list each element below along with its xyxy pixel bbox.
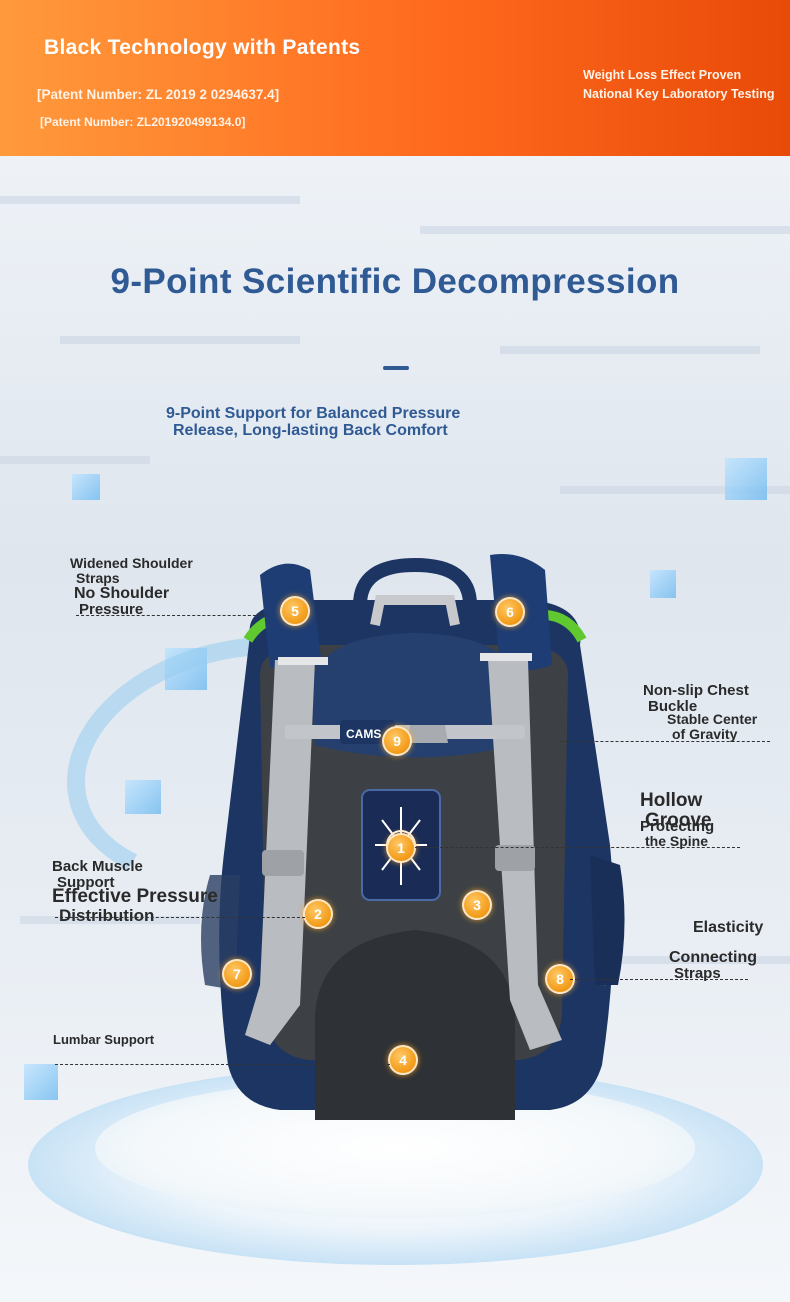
title-divider bbox=[383, 366, 409, 370]
bg-streak bbox=[20, 916, 200, 924]
bg-streak bbox=[0, 196, 300, 204]
bg-streak bbox=[500, 346, 760, 354]
callout-hollow-line-2: Groove bbox=[645, 810, 712, 831]
point-marker-9: 9 bbox=[382, 726, 412, 756]
decorative-cube bbox=[650, 570, 676, 598]
patent-banner: Black Technology with Patents [Patent Nu… bbox=[0, 0, 790, 156]
subtitle-line-1: 9-Point Support for Balanced Pressure bbox=[166, 405, 461, 422]
bg-streak bbox=[560, 486, 790, 494]
callout-hollow-line-4: the Spine bbox=[645, 833, 709, 849]
decorative-cube bbox=[125, 780, 161, 814]
patent-number-1: [Patent Number: ZL 2019 2 0294637.4] bbox=[37, 87, 280, 102]
point-marker-3: 3 bbox=[462, 890, 492, 920]
decorative-cube bbox=[165, 648, 207, 690]
point-marker-4: 4 bbox=[388, 1045, 418, 1075]
callout-hollow-line-3: Protecting bbox=[640, 818, 715, 835]
bg-streak bbox=[600, 956, 790, 964]
callout-chest-line-1: Non-slip Chest bbox=[643, 682, 749, 699]
chest-strap-logo: CAMS bbox=[346, 727, 381, 741]
subtitle-line-2: Release, Long-lasting Back Comfort bbox=[173, 422, 448, 439]
point-marker-2: 2 bbox=[303, 899, 333, 929]
callout-shoulder-line-1: Widened Shoulder bbox=[70, 555, 193, 571]
bg-streak bbox=[420, 226, 790, 234]
callout-back-line-2: Support bbox=[57, 874, 115, 891]
backpack-illustration: CAMS bbox=[201, 554, 625, 1120]
decorative-cube bbox=[24, 1064, 58, 1100]
leader-line-lumbar bbox=[55, 1064, 390, 1065]
decorative-cube bbox=[725, 458, 767, 500]
page-title: 9-Point Scientific Decompression bbox=[110, 262, 680, 301]
callout-chest-line-2: Buckle bbox=[648, 698, 698, 715]
banner-right-line-2: National Key Laboratory Testing bbox=[583, 87, 775, 101]
callout-connecting-line-2: Straps bbox=[674, 965, 721, 982]
callout-chest-line-4: of Gravity bbox=[672, 726, 738, 742]
banner-title: Black Technology with Patents bbox=[44, 36, 361, 59]
decorative-cube bbox=[72, 474, 100, 500]
leader-line-chest bbox=[560, 741, 770, 742]
banner-right-line-1: Weight Loss Effect Proven bbox=[583, 68, 742, 82]
point-marker-5: 5 bbox=[280, 596, 310, 626]
callout-chest-line-3: Stable Center bbox=[667, 711, 758, 727]
point-marker-6: 6 bbox=[495, 597, 525, 627]
bg-streak bbox=[0, 456, 150, 464]
patent-number-2: [Patent Number: ZL201920499134.0] bbox=[40, 115, 246, 129]
bg-streak bbox=[60, 336, 300, 344]
callout-lumbar: Lumbar Support bbox=[53, 1032, 155, 1047]
leader-line-connecting bbox=[570, 979, 748, 980]
callout-back-line-4: Distribution bbox=[59, 906, 155, 925]
callout-shoulder-line-3: No Shoulder bbox=[74, 585, 170, 602]
callout-back-line-1: Back Muscle bbox=[52, 858, 143, 875]
callout-elasticity: Elasticity bbox=[693, 919, 764, 936]
callout-connecting-line-1: Connecting bbox=[669, 949, 757, 966]
callout-hollow-line-1: Hollow bbox=[640, 790, 703, 811]
leader-line-hollow bbox=[415, 847, 740, 848]
point-marker-7: 7 bbox=[222, 959, 252, 989]
callout-back-line-3: Effective Pressure bbox=[52, 886, 218, 907]
callout-shoulder-line-4: Pressure bbox=[79, 601, 144, 618]
leader-line-shoulder bbox=[76, 615, 266, 616]
leader-line-back bbox=[55, 917, 305, 918]
callout-shoulder-line-2: Straps bbox=[76, 570, 120, 586]
point-marker-1: 1 bbox=[386, 833, 416, 863]
